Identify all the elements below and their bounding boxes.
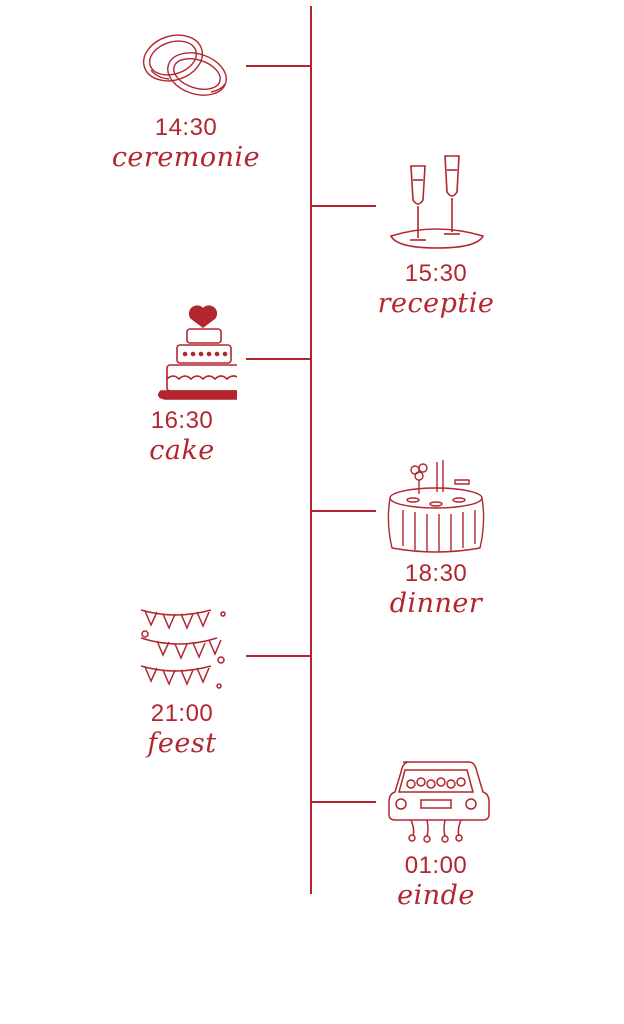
champagne-glasses-icon — [381, 152, 491, 256]
event-time: 15:30 — [356, 260, 516, 288]
event-label: feest — [102, 728, 262, 760]
event-label: dinner — [356, 588, 516, 620]
event-label: receptie — [356, 288, 516, 320]
event-feest: 21:00 feest — [102, 604, 262, 760]
event-einde: 01:00 einde — [356, 752, 516, 912]
dinner-table-icon — [381, 458, 491, 556]
event-time: 21:00 — [102, 700, 262, 728]
event-ceremonie: 14:30 ceremonie — [106, 20, 266, 174]
wedding-car-icon — [381, 752, 491, 848]
event-receptie: 15:30 receptie — [356, 152, 516, 320]
timeline-spine — [310, 6, 312, 894]
bunting-flags-icon — [127, 604, 237, 696]
wedding-cake-icon — [127, 303, 237, 403]
event-cake: 16:30 cake — [102, 303, 262, 467]
event-label: ceremonie — [106, 142, 266, 174]
wedding-rings-icon — [131, 20, 241, 110]
event-time: 01:00 — [356, 852, 516, 880]
event-time: 18:30 — [356, 560, 516, 588]
event-label: einde — [356, 880, 516, 912]
event-dinner: 18:30 dinner — [356, 458, 516, 620]
event-time: 14:30 — [106, 114, 266, 142]
event-time: 16:30 — [102, 407, 262, 435]
event-label: cake — [102, 435, 262, 467]
